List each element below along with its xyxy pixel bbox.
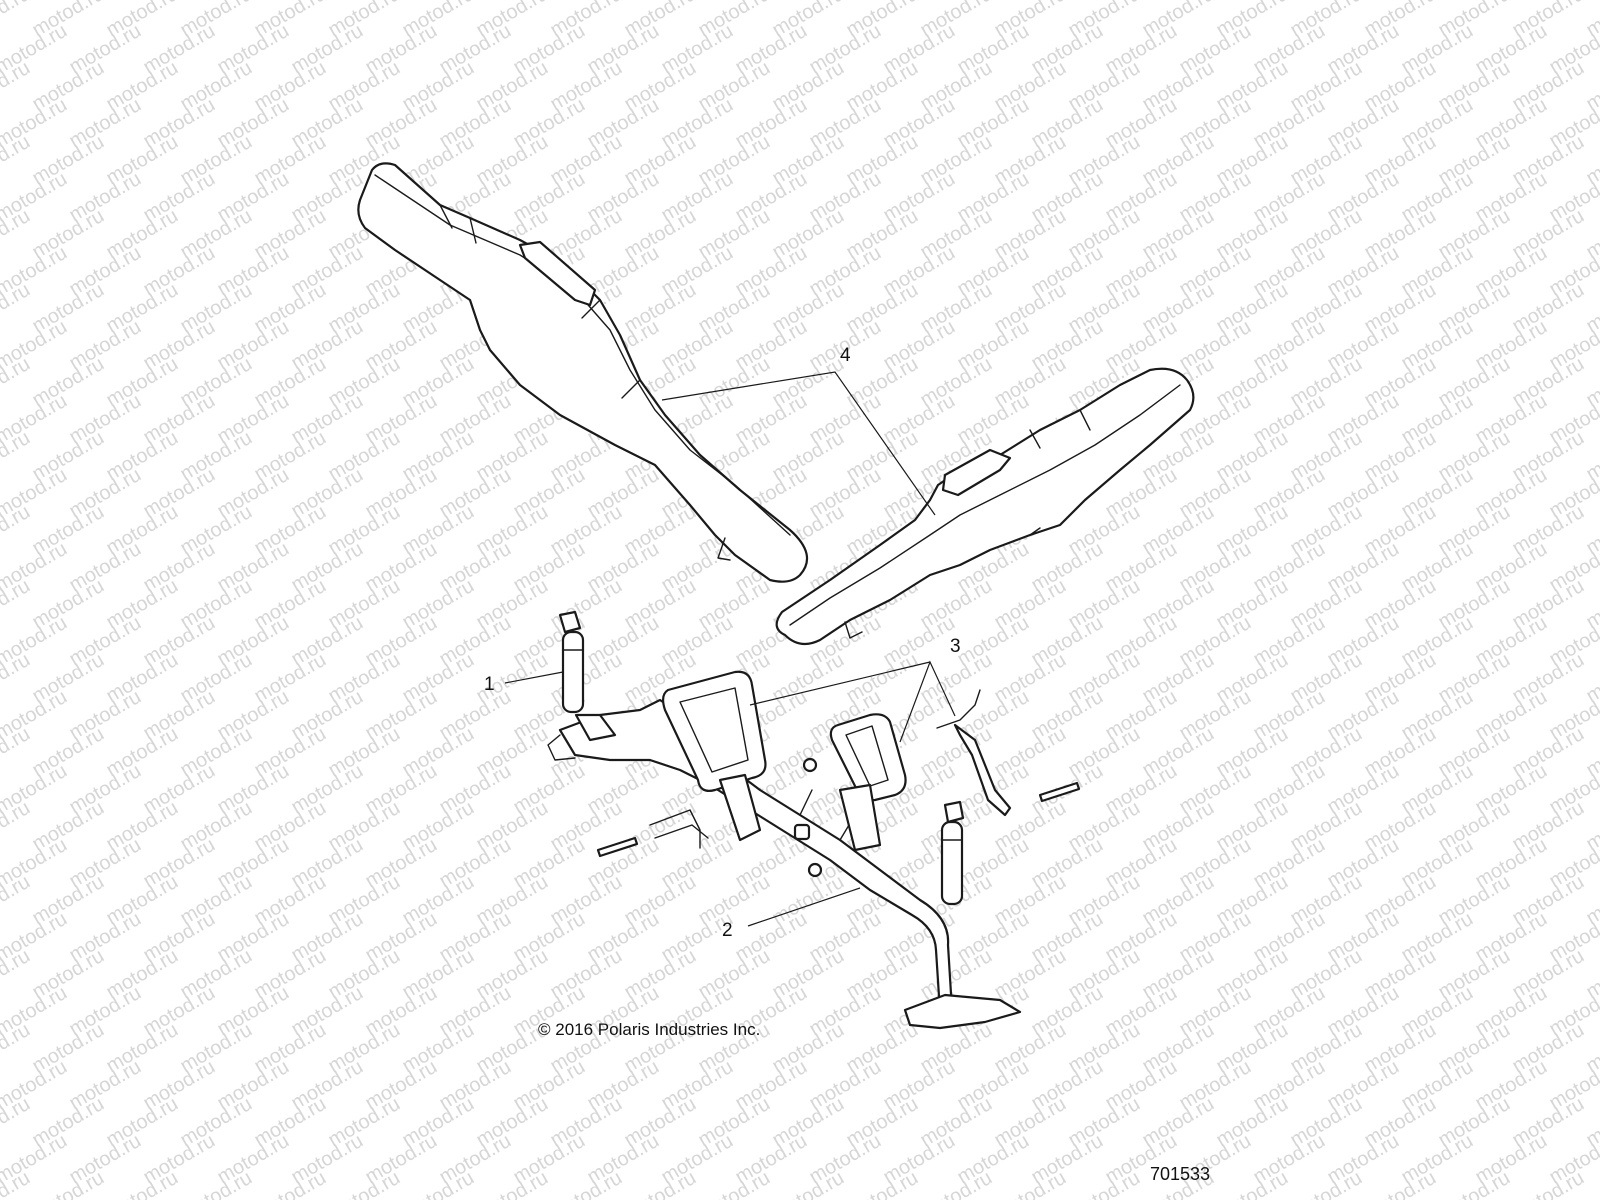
callout-2: 2 [722, 920, 733, 941]
leader-lines [504, 371, 956, 927]
hardware [596, 689, 1081, 858]
post-right [940, 800, 965, 906]
callout-3: 3 [950, 636, 961, 657]
armrest-left [357, 162, 809, 583]
figure-number: 701533 [1150, 1164, 1210, 1184]
armrest-right [775, 367, 1195, 646]
handle-loop-right [829, 713, 907, 852]
watermark-text: motod.ru [0, 0, 34, 41]
copyright-text: © 2016 Polaris Industries Inc. [538, 1020, 760, 1039]
callout-1: 1 [484, 674, 495, 695]
callout-4: 4 [840, 345, 851, 366]
handle-loop-left [661, 670, 767, 842]
